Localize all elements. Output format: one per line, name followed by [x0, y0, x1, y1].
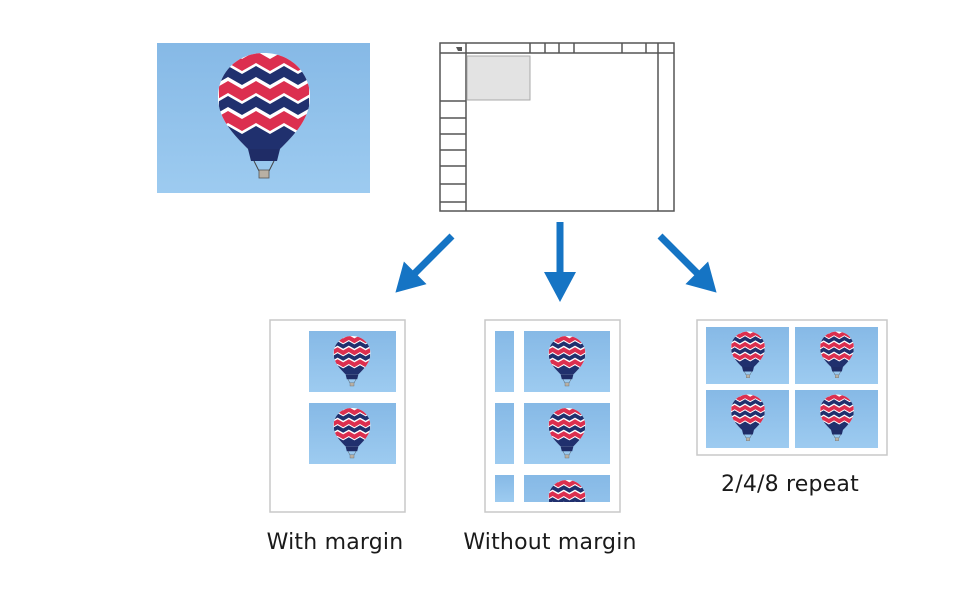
source-photo	[157, 43, 370, 193]
without-margin-page	[484, 319, 621, 513]
balloon-thumbnail	[706, 327, 789, 384]
balloon-thumbnail	[309, 403, 396, 464]
down-arrow-icon	[395, 222, 717, 302]
with-margin-page	[269, 319, 406, 513]
repeat-page	[696, 319, 888, 456]
repeat-label: 2/4/8 repeat	[721, 472, 859, 497]
with-margin-label: With margin	[266, 530, 404, 555]
balloon-thumbnail	[795, 390, 878, 448]
copier-glass-icon	[439, 42, 675, 212]
balloon-thumbnail	[795, 327, 878, 384]
balloon-thumbnail	[309, 331, 396, 392]
balloon-thumbnail	[524, 475, 610, 502]
balloon-thumbnail	[706, 390, 789, 448]
balloon-thumbnail	[524, 331, 610, 392]
balloon-thumbnail	[524, 403, 610, 464]
without-margin-label: Without margin	[463, 530, 637, 555]
